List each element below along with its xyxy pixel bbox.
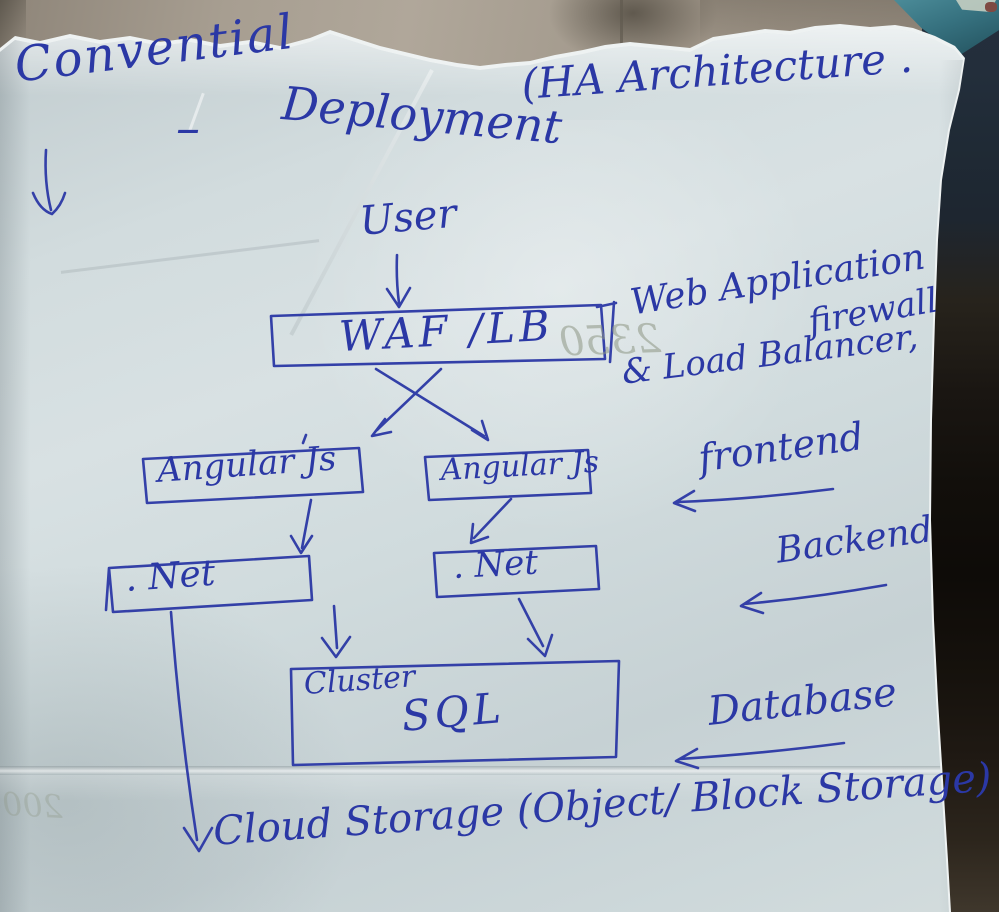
bleedthrough-number-top: 2350	[558, 316, 662, 366]
paper-fold-crease	[0, 766, 963, 775]
node-sql-label: SQL	[399, 683, 507, 741]
paper-fold-light	[0, 775, 963, 801]
fabric-seam	[620, 0, 623, 60]
node-waf-lb-label: WAF /LB	[337, 300, 555, 361]
title-dash: –	[176, 100, 200, 156]
node-dotnet-left-label: . Net	[123, 552, 217, 600]
node-angular-right-label: Angular Js	[439, 444, 600, 488]
paper-shade-bottom-left	[0, 560, 360, 912]
bleedthrough-number-bottom: 2000	[0, 783, 64, 826]
node-user-label: User	[357, 190, 459, 245]
background-red-speck	[985, 2, 997, 12]
node-dotnet-right-label: . Net	[451, 542, 539, 587]
paper-crease-small	[60, 239, 320, 274]
